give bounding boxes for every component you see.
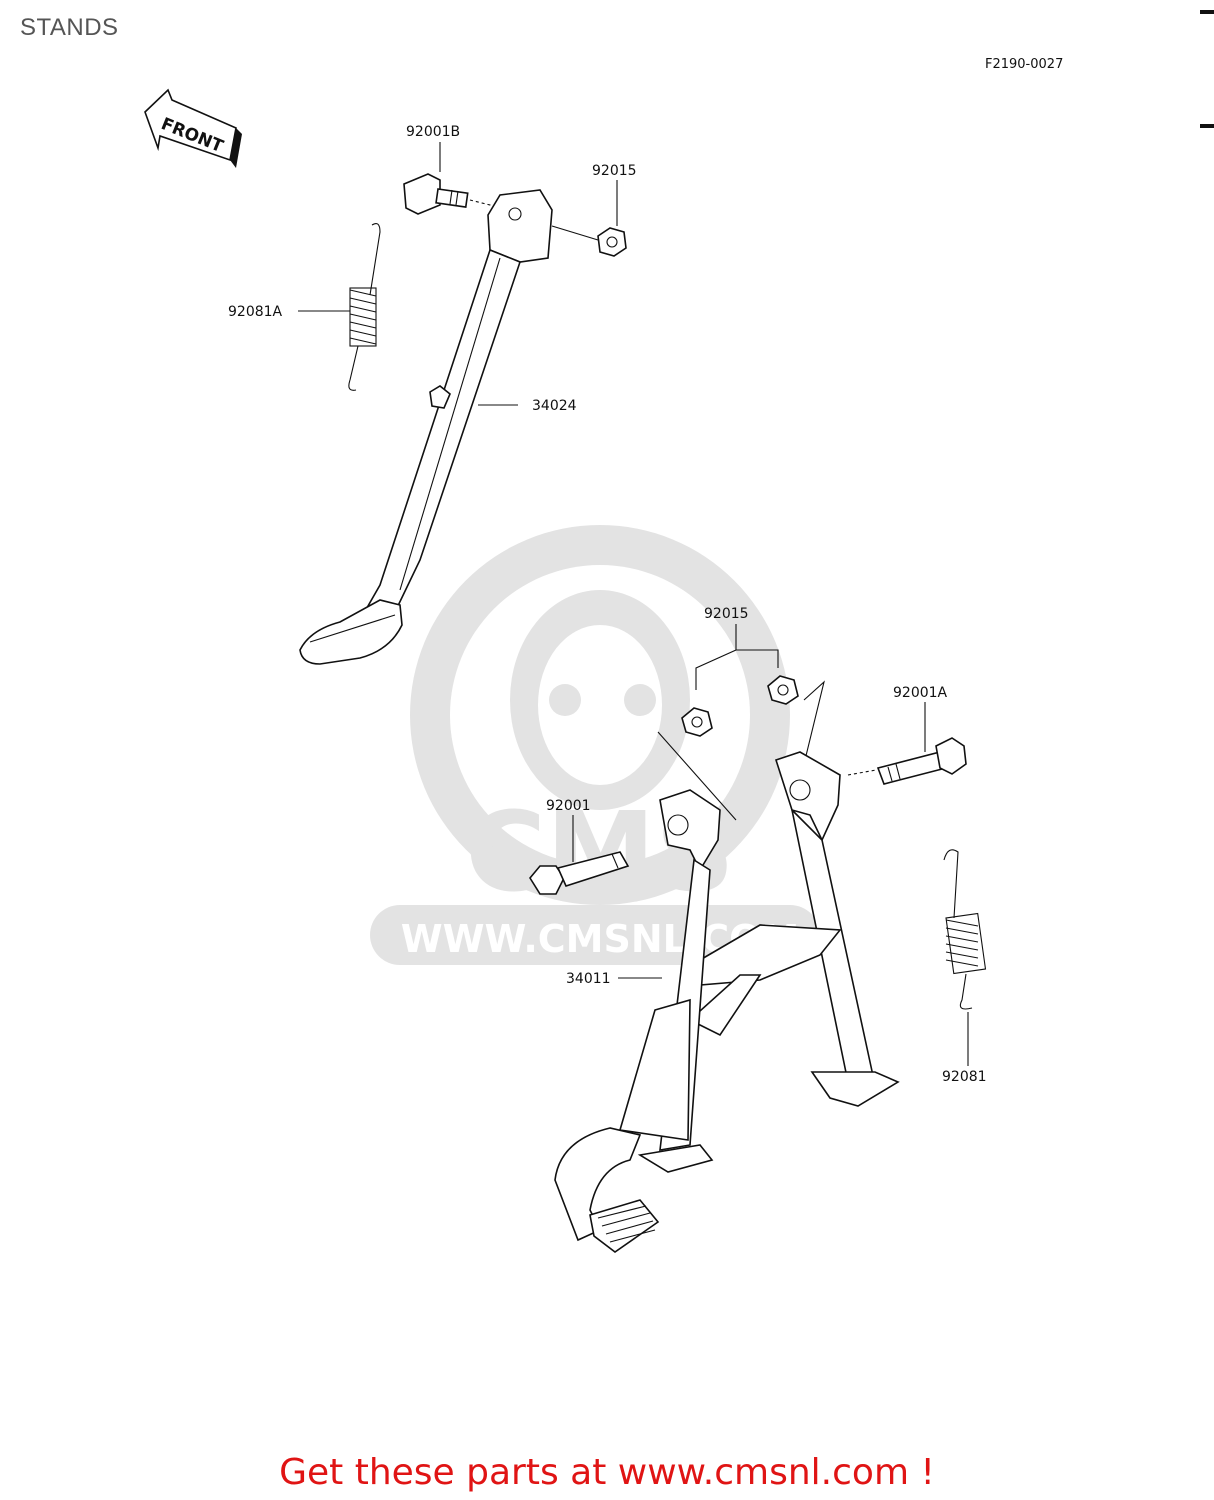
bolt-92001b [403, 173, 511, 215]
watermark-eye [549, 684, 581, 716]
center-stand-34011 [554, 751, 900, 1253]
leader-92015-lower [695, 624, 779, 690]
diagram-code: F2190-0027 [985, 57, 1064, 72]
cta-link[interactable]: Get these parts at www.cmsnl.com ! [279, 1452, 935, 1493]
side-stand-34024 [299, 189, 553, 665]
nut-92015-upper [551, 225, 627, 257]
edge-mark [1200, 124, 1214, 128]
watermark-face-inner [538, 625, 662, 785]
part-label-92081a: 92081A [228, 304, 283, 320]
watermark-eye [624, 684, 656, 716]
spring-92081 [943, 849, 987, 1066]
part-label-92001a: 92001A [893, 685, 948, 701]
side-stand-assembly [298, 142, 627, 665]
center-stand-assembly [529, 624, 987, 1253]
part-label-92015-lower: 92015 [704, 606, 749, 622]
page-title: STANDS [20, 14, 119, 41]
edge-mark [1200, 10, 1214, 14]
watermark-logo: CMS WWW.CMSNL.COM [370, 525, 820, 965]
part-label-34011: 34011 [566, 971, 611, 987]
part-label-92015-upper: 92015 [592, 163, 637, 179]
part-label-92081: 92081 [942, 1069, 987, 1085]
part-label-34024: 34024 [532, 398, 577, 414]
part-label-92001b: 92001B [406, 124, 460, 140]
nut-92015-lower-right [767, 675, 799, 705]
spring-92081a [298, 223, 381, 391]
bolt-92001a [847, 702, 967, 785]
part-labels: 92001B 92015 92081A 34024 92015 92001A 9… [228, 124, 987, 1085]
watermark-band [370, 905, 820, 965]
bolt-92001 [529, 815, 630, 895]
front-arrow: FRONT [144, 88, 242, 168]
part-label-92001: 92001 [546, 798, 591, 814]
front-arrow-shadow [230, 128, 242, 168]
nut-92015-lower-left [681, 707, 713, 737]
